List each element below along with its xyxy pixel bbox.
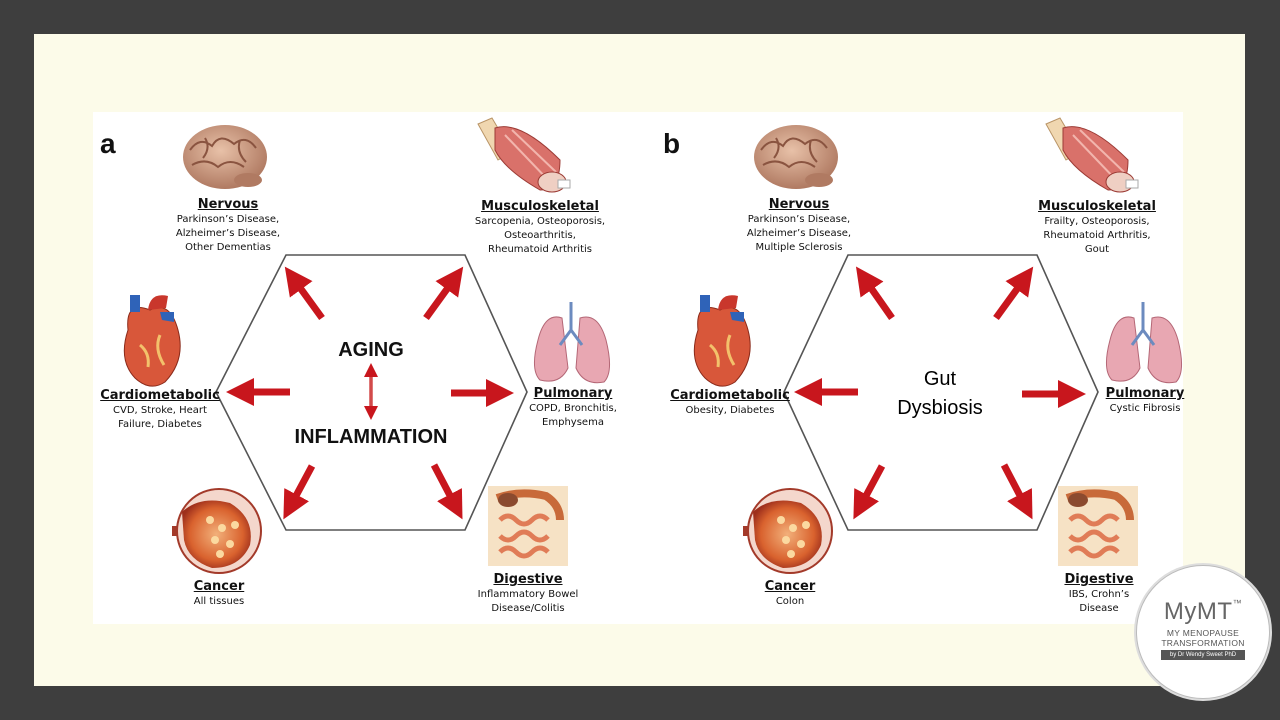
organ-title: Nervous: [768, 197, 830, 212]
organ-pulmonary-b: Pulmonary Cystic Fibrosis: [1095, 386, 1195, 416]
muscle-icon: [1045, 117, 1139, 193]
organ-description: Parkinson’s Disease, Alzheimer’s Disease…: [746, 214, 852, 253]
panel-b-label: b: [663, 128, 681, 159]
organ-description: Frailty, Osteoporosis, Rheumatoid Arthri…: [1043, 216, 1151, 255]
tumor-icon: [743, 488, 833, 574]
figure-panel: [93, 112, 1183, 624]
organ-digestive-a: Digestive Inflammatory Bowel Disease/Col…: [458, 572, 598, 616]
center-label-bottom-a: INFLAMMATION: [294, 426, 448, 448]
organ-description: COPD, Bronchitis, Emphysema: [529, 403, 617, 428]
lungs-icon: [534, 302, 610, 384]
hexagon-a: [215, 254, 528, 531]
organ-description: IBS, Crohn’s Disease: [1068, 589, 1130, 614]
logo-brand: MyMT™: [1163, 598, 1243, 625]
intestine-icon: [488, 486, 568, 566]
tumor-icon: [172, 488, 262, 574]
organ-cardiometabolic-b: Cardiometabolic Obesity, Diabetes: [660, 388, 800, 418]
logo-line-1: MY MENOPAUSE: [1166, 628, 1240, 638]
organ-title: Cancer: [764, 579, 816, 594]
organ-title: Digestive: [493, 572, 563, 587]
arrow-a-digestive: [430, 463, 463, 520]
organ-description: Parkinson’s Disease, Alzheimer’s Disease…: [175, 214, 281, 253]
heart-icon: [693, 295, 751, 387]
intestine-icon: [1058, 486, 1138, 566]
panel-a-label: a: [100, 128, 116, 159]
muscle-icon: [477, 117, 571, 193]
organ-digestive-b: Digestive IBS, Crohn’s Disease: [1049, 572, 1149, 616]
mymt-logo: MyMT™ MY MENOPAUSE TRANSFORMATION by Dr …: [1136, 565, 1270, 699]
organ-nervous-a: Nervous Parkinson’s Disease, Alzheimer’s…: [158, 197, 298, 255]
arrow-b-musculoskeletal: [993, 266, 1034, 321]
arrow-b-cancer: [853, 464, 886, 520]
center-label-bottom-b: Dysbiosis: [897, 397, 983, 419]
organ-description: CVD, Stroke, Heart Failure, Diabetes: [113, 405, 207, 430]
heart-icon: [123, 295, 181, 387]
logo-line-2: TRANSFORMATION: [1161, 638, 1245, 648]
organ-description: Obesity, Diabetes: [685, 405, 775, 416]
organ-title: Pulmonary: [533, 386, 613, 401]
organ-description: All tissues: [193, 596, 245, 607]
organ-description: Cystic Fibrosis: [1109, 403, 1181, 414]
organ-title: Nervous: [197, 197, 259, 212]
arrow-a-musculoskeletal: [423, 266, 464, 321]
organ-title: Musculoskeletal: [481, 199, 599, 214]
organ-musculoskeletal-a: Musculoskeletal Sarcopenia, Osteoporosis…: [460, 199, 620, 257]
lungs-icon: [1106, 302, 1182, 384]
organ-nervous-b: Nervous Parkinson’s Disease, Alzheimer’s…: [729, 197, 869, 255]
organ-title: Pulmonary: [1105, 386, 1185, 401]
arrow-a-nervous: [284, 266, 325, 321]
organ-pulmonary-a: Pulmonary COPD, Bronchitis, Emphysema: [513, 386, 633, 430]
panel-a-graphics: [123, 117, 610, 574]
arrow-b-digestive: [1000, 463, 1033, 520]
organ-title: Musculoskeletal: [1038, 199, 1156, 214]
center-label-top-a: AGING: [338, 339, 404, 361]
organ-title: Cardiometabolic: [670, 388, 790, 403]
organ-description: Sarcopenia, Osteoporosis, Osteoarthritis…: [474, 216, 606, 255]
organ-cancer-b: Cancer Colon: [740, 579, 840, 609]
organ-musculoskeletal-b: Musculoskeletal Frailty, Osteoporosis, R…: [1027, 199, 1167, 257]
brain-icon: [183, 125, 267, 189]
brain-icon: [754, 125, 838, 189]
organ-cardiometabolic-a: Cardiometabolic CVD, Stroke, Heart Failu…: [90, 388, 230, 432]
hexagon-b: [783, 254, 1099, 531]
organ-title: Cardiometabolic: [100, 388, 220, 403]
panel-b-graphics: [693, 117, 1182, 574]
organ-description: Inflammatory Bowel Disease/Colitis: [477, 589, 579, 614]
arrow-a-cancer: [283, 464, 316, 520]
logo-byline: by Dr Wendy Sweet PhD: [1161, 650, 1245, 660]
organ-description: Colon: [775, 596, 805, 607]
center-label-top-b: Gut: [923, 368, 957, 390]
organ-cancer-a: Cancer All tissues: [169, 579, 269, 609]
organ-title: Digestive: [1064, 572, 1134, 587]
arrow-b-nervous: [855, 266, 895, 321]
organ-title: Cancer: [193, 579, 245, 594]
